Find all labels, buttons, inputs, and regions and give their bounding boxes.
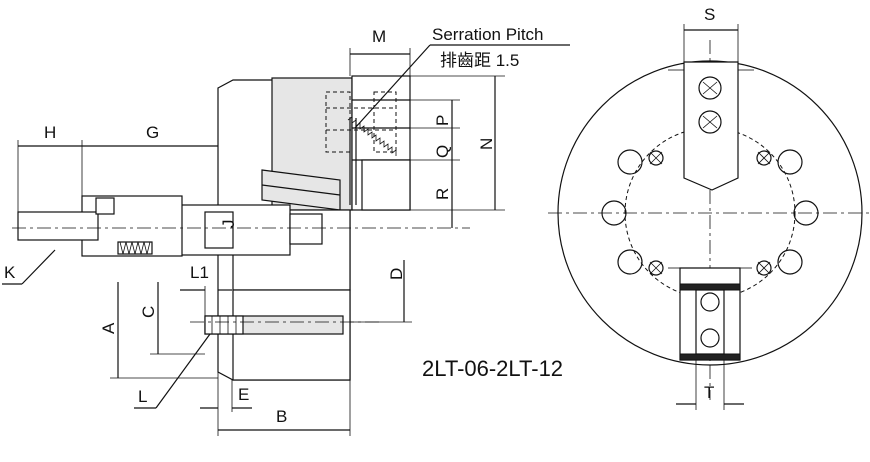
- serration-label: Serration Pitch: [432, 25, 544, 44]
- dim-s: S: [683, 5, 739, 62]
- dim-label-m: M: [372, 27, 386, 46]
- dim-label-d: D: [387, 268, 406, 280]
- serration-callout: Serration Pitch 排齒距 1.5: [354, 25, 570, 129]
- dim-label-t: T: [704, 383, 714, 402]
- dim-label-a: A: [99, 322, 118, 334]
- spring-detail: [117, 241, 153, 255]
- dim-label-g: G: [146, 123, 159, 142]
- dim-label-e: E: [238, 385, 249, 404]
- dim-label-b: B: [276, 407, 287, 426]
- dim-pqrn: P Q N R: [410, 75, 505, 228]
- dim-label-h: H: [44, 123, 56, 142]
- dim-label-j: J: [219, 220, 238, 229]
- dim-label-c: C: [139, 306, 158, 318]
- dim-l: L: [134, 333, 211, 409]
- dim-label-r: R: [433, 188, 452, 200]
- dim-k: K: [2, 249, 56, 285]
- dim-d: D: [350, 260, 412, 323]
- dim-label-k: K: [4, 263, 16, 282]
- bottom-jaw: [668, 267, 752, 361]
- dim-label-l1: L1: [190, 263, 209, 282]
- dim-ac: A C: [99, 282, 218, 379]
- dim-l1: L1: [180, 263, 232, 316]
- dim-m: M: [349, 27, 411, 76]
- dim-t: T: [676, 360, 744, 410]
- dim-label-l: L: [138, 387, 147, 406]
- dim-label-q: Q: [433, 145, 452, 158]
- front-view: [548, 40, 870, 400]
- dim-label-n: N: [477, 138, 496, 150]
- bolt-pattern: [601, 149, 819, 276]
- side-view: [12, 75, 470, 381]
- dim-label-s: S: [704, 5, 715, 24]
- dim-eb: E B: [200, 372, 351, 436]
- top-jaw: [668, 61, 754, 191]
- serration-value: 排齒距 1.5: [440, 51, 519, 70]
- dim-hg: H G: [17, 88, 219, 212]
- model-name: 2LT-06-2LT-12: [422, 356, 563, 381]
- dim-label-p: P: [433, 115, 452, 126]
